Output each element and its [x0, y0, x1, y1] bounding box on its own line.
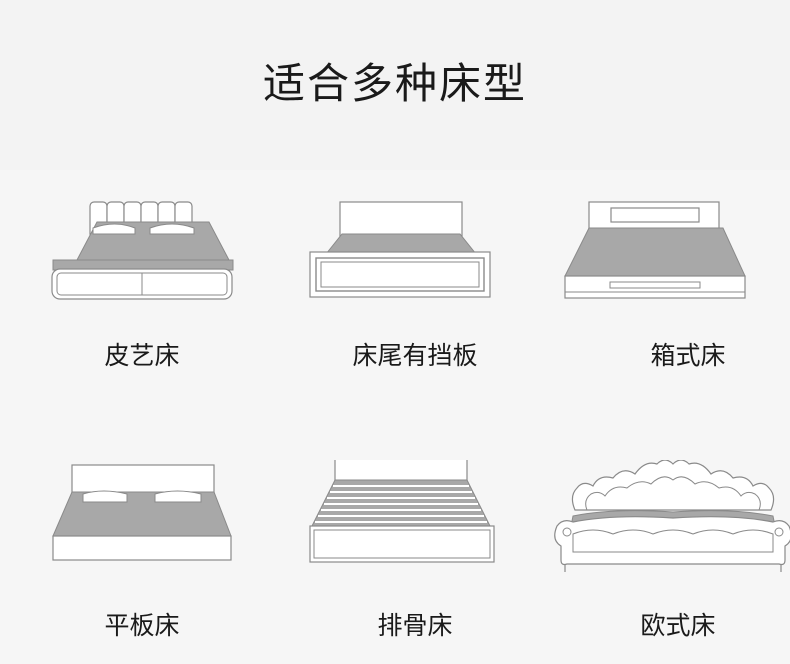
page-title: 适合多种床型: [262, 59, 527, 108]
bed-type-slat: 排骨床: [290, 460, 540, 660]
footboard-bed-icon: [309, 201, 491, 298]
bed-type-label: 欧式床: [640, 611, 716, 640]
bed-type-label: 皮艺床: [104, 341, 180, 370]
bed-type-leather: 皮艺床: [17, 190, 267, 390]
bed-type-footboard: 床尾有挡板: [290, 190, 540, 390]
platform-bed-icon: [52, 464, 232, 561]
bed-type-label: 排骨床: [377, 611, 453, 640]
box-bed-icon: [564, 201, 746, 299]
header: 适合多种床型: [0, 0, 790, 170]
slat-bed-icon: [309, 460, 495, 563]
bed-type-european: 欧式床: [553, 460, 790, 660]
leather-bed-icon: [51, 201, 234, 300]
bed-type-box: 箱式床: [563, 190, 790, 390]
bed-type-label: 箱式床: [650, 341, 726, 370]
bed-type-label: 床尾有挡板: [352, 341, 478, 370]
bed-type-platform: 平板床: [17, 460, 267, 660]
european-bed-icon: [554, 460, 790, 572]
bed-type-grid: 皮艺床 床尾有挡板 箱式床 平板: [0, 170, 790, 664]
bed-type-label: 平板床: [104, 611, 180, 640]
